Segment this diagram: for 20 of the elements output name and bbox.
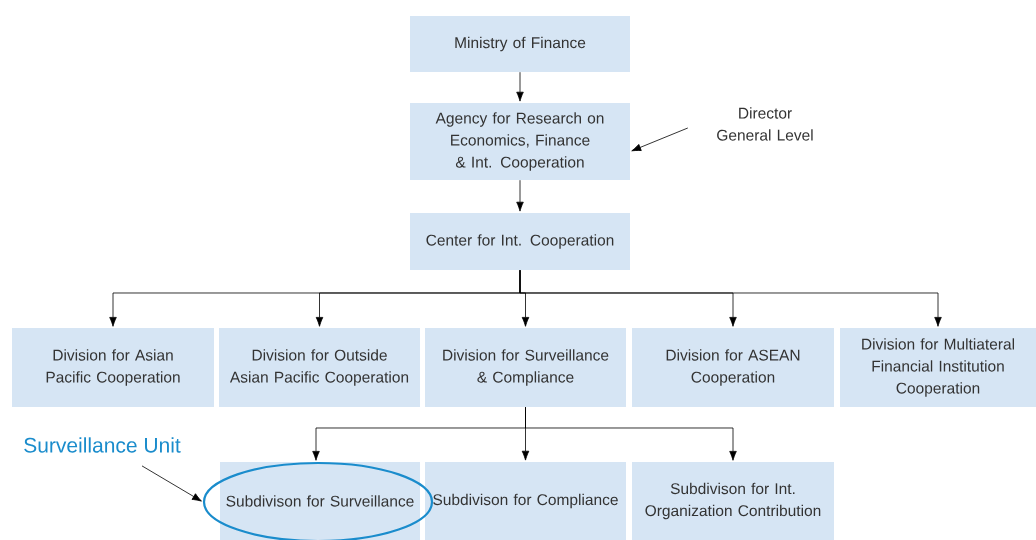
org-box: Division for Surveillance & Compliance [425,328,626,407]
org-box: Division for Multiateral Financial Institution Cooperation [840,328,1036,407]
note-text: Director General Level [717,107,813,141]
org-box: Subdivison for Surveillance [220,462,420,540]
arrow [631,127,689,152]
org-box: Division for Asian Pacific Cooperation [12,328,214,407]
org-box: Agency for Research on Economics, Finance & Int. Cooperation [410,103,630,180]
org-box: Subdivison for Int. Organization Contribution [632,462,834,540]
org-box: Division for Outside Asian Pacific Cooperation [219,328,420,407]
arrow [516,71,524,102]
arrow [516,179,524,212]
callout-text: Surveillance Unit [24,437,181,453]
org-box: Center for Int. Cooperation [410,213,630,270]
arrow [141,465,202,502]
org-box: Subdivison for Compliance [425,462,626,540]
node-label: Subdivison for Surveillance [226,495,414,507]
org-box: Ministry of Finance [410,16,630,72]
arrow [525,406,737,461]
arrow [519,269,942,327]
org-box: Division for ASEAN Cooperation [632,328,834,407]
